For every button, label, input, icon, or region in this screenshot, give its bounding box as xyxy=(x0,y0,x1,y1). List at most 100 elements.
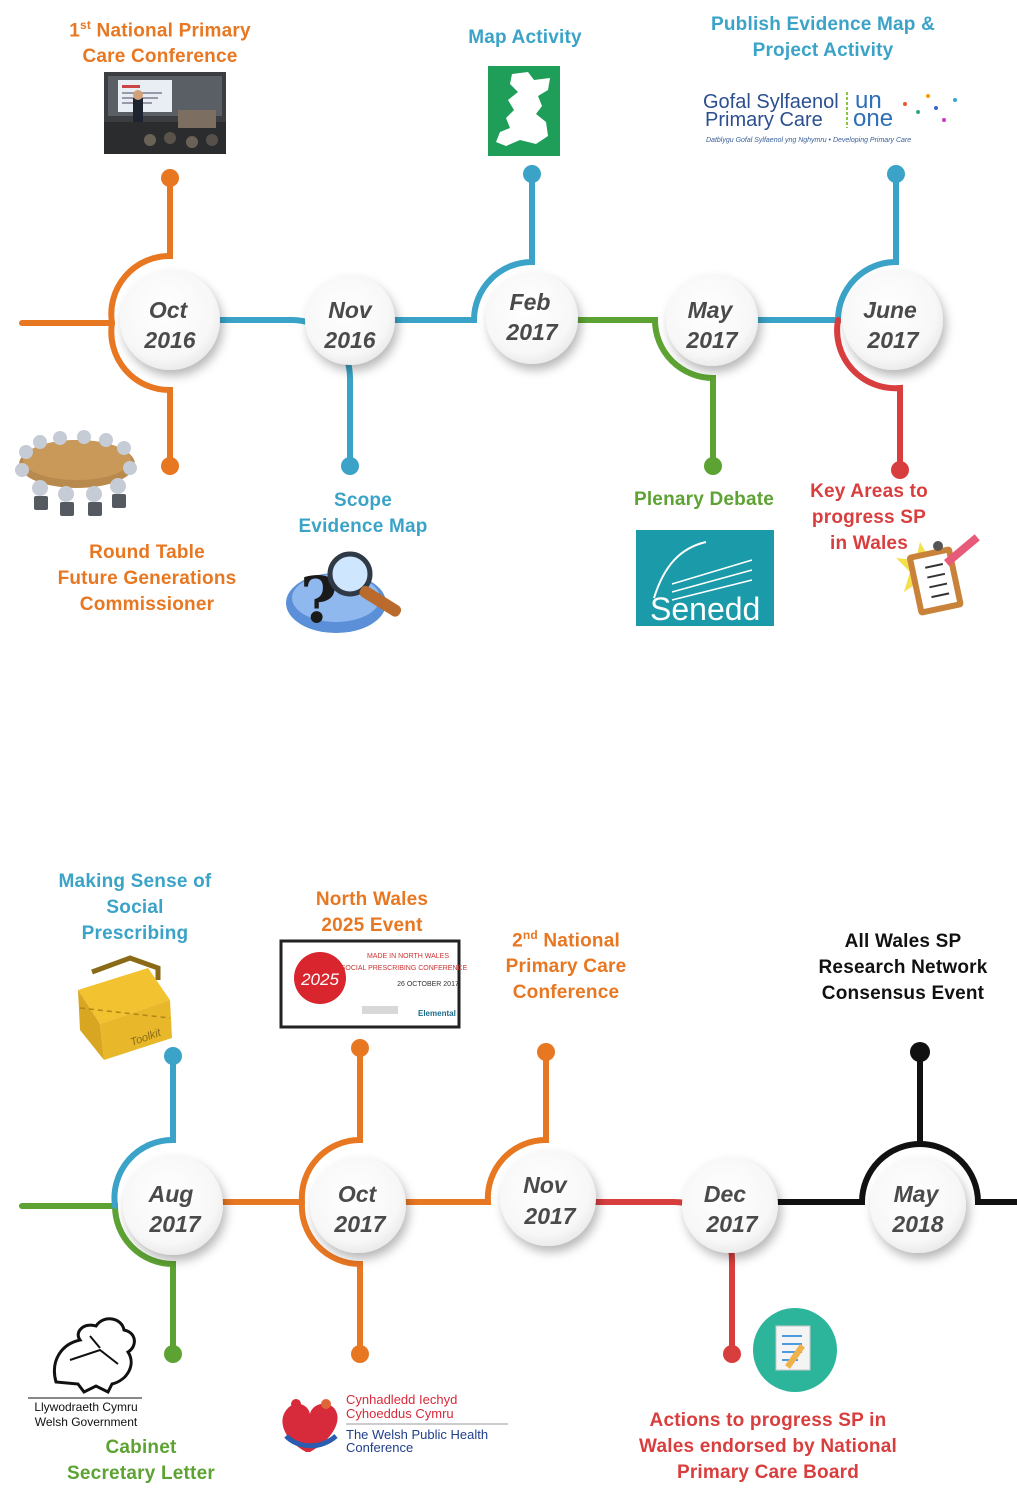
wales-map-icon xyxy=(488,66,560,156)
actions-line1: Actions to progress SP in xyxy=(649,1410,887,1431)
event-all-wales-sp: All Wales SP Research Network Consensus … xyxy=(800,929,1006,1007)
event-round-table: Round Table Future Generations Commissio… xyxy=(40,540,254,618)
date-disc-nov-2017: Nov 2017 xyxy=(500,1150,596,1246)
svg-text:Cyhoeddus Cymru: Cyhoeddus Cymru xyxy=(346,1406,454,1421)
event-national-conference-2: 2nd National Primary Care Conference xyxy=(488,922,644,1006)
making-sense-line3: Prescribing xyxy=(81,923,189,944)
key-areas-line2: progress SP xyxy=(811,507,927,528)
plenary-label: Plenary Debate xyxy=(633,489,775,510)
round-table-meeting-icon xyxy=(15,430,137,516)
round-table-line3: Commissioner xyxy=(79,594,215,615)
event-making-sense: Making Sense of Social Prescribing xyxy=(40,869,230,947)
row1-date-discs: Oct 2016 Nov 2016 Feb 2017 May 2017 June… xyxy=(120,270,943,370)
scope-line2: Evidence Map xyxy=(298,516,428,537)
svg-text:Feb: Feb xyxy=(510,289,551,315)
public-health-conference-logo: Cynhadledd Iechyd Cyhoeddus Cymru The We… xyxy=(282,1392,508,1455)
conference-photo xyxy=(104,72,226,154)
svg-text:2018: 2018 xyxy=(891,1211,943,1237)
ordinal-number: 2 xyxy=(512,930,523,952)
svg-text:Aug: Aug xyxy=(148,1181,194,1207)
svg-text:May: May xyxy=(688,297,734,323)
svg-text:Dec: Dec xyxy=(704,1181,746,1207)
svg-text:Primary Care: Primary Care xyxy=(705,109,823,131)
event-cabinet-secretary: Cabinet Secretary Letter xyxy=(48,1435,234,1487)
date-disc-nov-2016: Nov 2016 xyxy=(305,275,395,365)
svg-text:Elemental: Elemental xyxy=(418,1009,456,1018)
svg-text:2016: 2016 xyxy=(143,327,195,353)
svg-text:Conference: Conference xyxy=(346,1440,413,1455)
conf2-line2: Primary Care xyxy=(505,956,627,978)
svg-text:26 OCTOBER 2017: 26 OCTOBER 2017 xyxy=(397,981,459,988)
svg-text:Oct: Oct xyxy=(338,1181,378,1207)
conf-title-line2: Care Conference xyxy=(82,46,238,68)
actions-line3: Primary Care Board xyxy=(676,1462,860,1483)
svg-text:June: June xyxy=(863,297,917,323)
row2-date-discs: Aug 2017 Oct 2017 Nov 2017 Dec 2017 May … xyxy=(123,1150,966,1255)
svg-text:Welsh Government: Welsh Government xyxy=(35,1415,138,1429)
svg-text:2025: 2025 xyxy=(300,970,339,989)
svg-text:Llywodraeth Cymru: Llywodraeth Cymru xyxy=(34,1400,137,1414)
cabinet-line2: Secretary Letter xyxy=(67,1463,215,1484)
checklist-teal-icon xyxy=(753,1308,837,1392)
north-wales-line1: North Wales xyxy=(315,889,429,910)
map-activity-label: Map Activity xyxy=(468,27,582,48)
svg-text:2017: 2017 xyxy=(866,327,919,353)
publish-line2: Project Activity xyxy=(752,40,894,61)
north-wales-line2: 2025 Event xyxy=(321,915,423,936)
row1-connectors xyxy=(19,171,903,473)
cabinet-line1: Cabinet xyxy=(105,1437,177,1458)
date-disc-may-2017: May 2017 xyxy=(666,274,758,366)
conf2-line1: National xyxy=(537,930,620,952)
conf2-line3: Conference xyxy=(512,982,620,1004)
svg-text:MADE IN NORTH WALES: MADE IN NORTH WALES xyxy=(367,953,449,960)
date-disc-oct-2017: Oct 2017 xyxy=(310,1157,406,1253)
ordinal-suffix: st xyxy=(80,18,92,32)
all-wales-line1: All Wales SP xyxy=(844,931,962,952)
making-sense-line2: Social xyxy=(106,897,164,918)
svg-text:2016: 2016 xyxy=(323,327,375,353)
date-disc-dec-2017: Dec 2017 xyxy=(682,1157,778,1253)
event-map-activity: Map Activity xyxy=(445,25,605,51)
clipboard-checklist-icon xyxy=(896,534,980,616)
welsh-government-logo: Llywodraeth Cymru Welsh Government xyxy=(28,1317,142,1429)
svg-text:Nov: Nov xyxy=(523,1172,568,1198)
date-disc-feb-2017: Feb 2017 xyxy=(486,272,578,364)
svg-text:un: un xyxy=(855,87,882,114)
round-table-line2: Future Generations xyxy=(57,568,237,589)
svg-text:Cynhadledd Iechyd: Cynhadledd Iechyd xyxy=(346,1392,457,1407)
making-sense-line1: Making Sense of xyxy=(58,871,212,892)
event-actions-endorsed: Actions to progress SP in Wales endorsed… xyxy=(610,1408,926,1486)
all-wales-line3: Consensus Event xyxy=(821,983,985,1004)
svg-text:Datblygu Gofal Sylfaenol yng N: Datblygu Gofal Sylfaenol yng Nghymru • D… xyxy=(706,137,911,144)
event-publish-evidence-map: Publish Evidence Map & Project Activity xyxy=(690,12,956,64)
svg-text:Gofal Sylfaenol: Gofal Sylfaenol xyxy=(703,91,839,113)
key-areas-line1: Key Areas to xyxy=(810,481,928,502)
date-disc-may-2018: May 2018 xyxy=(870,1157,966,1253)
svg-text:2017: 2017 xyxy=(148,1211,201,1237)
all-wales-line2: Research Network xyxy=(818,957,988,978)
svg-text:The Welsh Public Health: The Welsh Public Health xyxy=(346,1427,488,1442)
svg-text:2017: 2017 xyxy=(705,1211,758,1237)
date-disc-oct-2016: Oct 2016 xyxy=(120,270,220,370)
ordinal-number: 1 xyxy=(69,20,80,42)
round-table-line1: Round Table xyxy=(89,542,205,563)
svg-text:Oct: Oct xyxy=(149,297,189,323)
publish-line1: Publish Evidence Map & xyxy=(710,14,935,35)
svg-text:2017: 2017 xyxy=(505,319,558,345)
event-north-wales-2025: North Wales 2025 Event xyxy=(292,887,452,939)
event-key-areas: Key Areas to progress SP in Wales xyxy=(796,479,942,557)
row1-end-dots xyxy=(161,165,909,479)
svg-text:Senedd: Senedd xyxy=(650,591,760,627)
senedd-logo: Senedd xyxy=(636,530,774,627)
scope-line1: Scope xyxy=(333,490,393,511)
svg-text:2017: 2017 xyxy=(685,327,738,353)
magnifier-question-icon: ? xyxy=(286,551,402,638)
event-plenary-debate: Plenary Debate xyxy=(618,487,790,513)
north-wales-2025-poster: 2025 MADE IN NORTH WALES SOCIAL PRESCRIB… xyxy=(279,939,468,1029)
svg-text:2017: 2017 xyxy=(523,1203,576,1229)
svg-text:May: May xyxy=(894,1181,940,1207)
svg-text:one: one xyxy=(853,105,893,132)
key-areas-line3: in Wales xyxy=(830,533,908,554)
svg-text:2017: 2017 xyxy=(333,1211,386,1237)
